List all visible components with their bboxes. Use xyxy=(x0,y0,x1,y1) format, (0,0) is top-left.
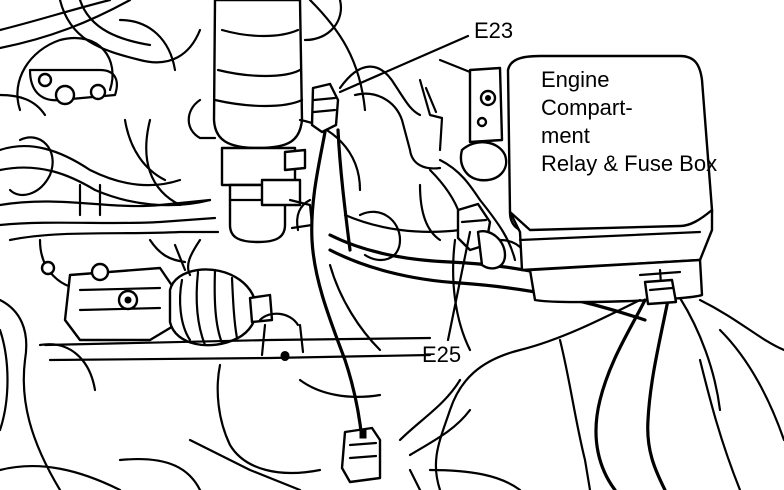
actuator-assembly xyxy=(63,238,274,347)
left-hose-bundle xyxy=(0,0,220,490)
relay-box-label-line3: ment xyxy=(541,123,590,148)
e25-label: E25 xyxy=(422,342,461,367)
center-cylinder xyxy=(123,0,367,244)
bolt-icon xyxy=(90,262,110,282)
relay-box-label-line4: Relay & Fuse Box xyxy=(541,151,717,176)
bolt-icon xyxy=(89,83,107,101)
frame-rails xyxy=(43,312,432,490)
bolt-icon xyxy=(40,260,56,276)
bolt-icon xyxy=(476,116,488,128)
right-harness xyxy=(434,278,784,490)
connector-latch-icon xyxy=(359,429,367,439)
e23-connector xyxy=(310,82,340,134)
e25-leader-line xyxy=(446,230,472,342)
e23-leader-line xyxy=(338,34,470,94)
relay-box-label-line2: Compart- xyxy=(541,95,633,120)
relay-box-label-line1: Engine xyxy=(541,67,610,92)
mount-bracket xyxy=(438,58,508,182)
mount-hole-icon xyxy=(280,351,290,361)
bolt-icon xyxy=(124,296,132,304)
e23-label: E23 xyxy=(474,18,513,43)
bolt-icon xyxy=(485,95,491,101)
bolt-icon xyxy=(54,84,76,106)
leader-lines xyxy=(338,34,472,342)
e25-connector-area xyxy=(418,158,530,352)
relay-fuse-box xyxy=(506,54,714,304)
e23-connector-area xyxy=(288,65,444,442)
bolt-icon xyxy=(37,72,53,88)
bottom-connector xyxy=(340,426,382,484)
